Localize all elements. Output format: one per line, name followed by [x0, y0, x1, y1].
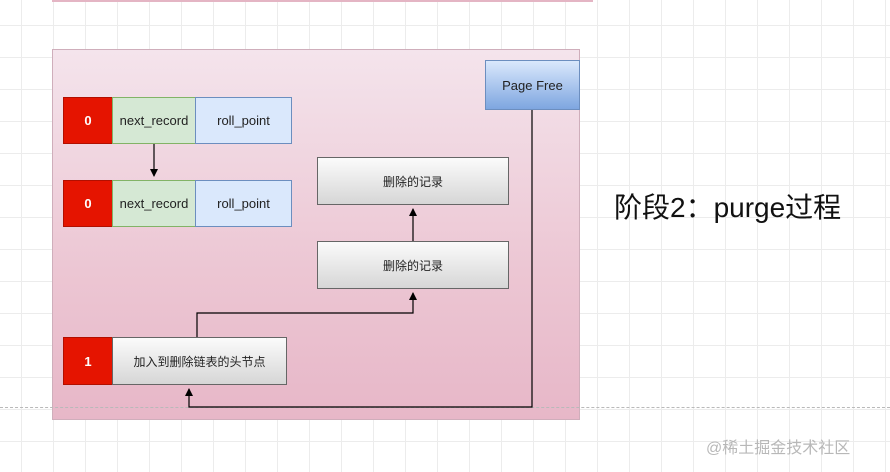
deleted-record-box-top[interactable]: 删除的记录: [317, 157, 509, 205]
deleted-record-label: 删除的记录: [382, 174, 443, 189]
record1-roll-point: roll_point: [217, 113, 270, 128]
record2-next-record-cell[interactable]: next_record: [112, 180, 196, 227]
deleted-record-label: 删除的记录: [382, 258, 443, 273]
arrow-head-to-deleted: [196, 292, 417, 337]
record1-flag-cell[interactable]: 0: [63, 97, 113, 144]
record2-next-record: next_record: [119, 196, 189, 211]
record1-flag: 0: [84, 113, 92, 128]
page-free-label: Page Free: [502, 77, 563, 93]
head-node-flag: 1: [84, 353, 92, 369]
record1-next-record-cell[interactable]: next_record: [112, 97, 196, 144]
record1-next-record: next_record: [119, 113, 189, 128]
head-node-label-cell[interactable]: 加入到删除链表的头节点: [112, 337, 287, 385]
arrow-page-free-to-head: [185, 110, 533, 408]
record1-roll-point-cell[interactable]: roll_point: [195, 97, 292, 144]
head-node-label: 加入到删除链表的头节点: [133, 354, 266, 369]
page-free-box[interactable]: Page Free: [485, 60, 580, 110]
record2-flag-cell[interactable]: 0: [63, 180, 113, 227]
record2-flag: 0: [84, 196, 92, 211]
deleted-record-box-bottom[interactable]: 删除的记录: [317, 241, 509, 289]
watermark: @稀土掘金技术社区: [706, 440, 851, 457]
record2-roll-point: roll_point: [217, 196, 270, 211]
record2-roll-point-cell[interactable]: roll_point: [195, 180, 292, 227]
top-border-line: [52, 0, 593, 2]
head-node-flag-cell[interactable]: 1: [63, 337, 113, 385]
stage-title: 阶段2：purge过程: [614, 192, 842, 223]
